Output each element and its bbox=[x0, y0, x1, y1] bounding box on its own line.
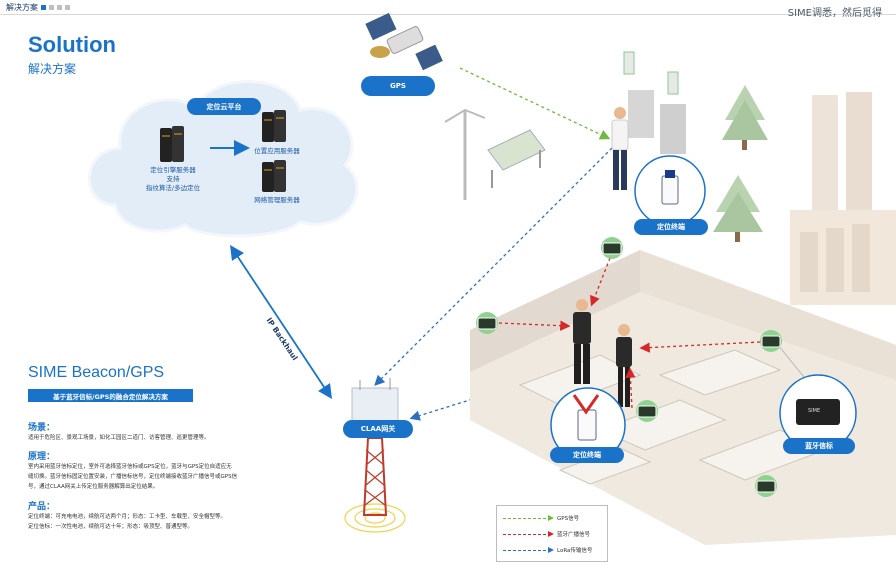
engine-algo-text: 指纹算法/多边定位 bbox=[145, 184, 201, 192]
brand-tagline: SIME调悉，然后觅得 bbox=[787, 8, 882, 19]
principle-text-line: 缝切换。蓝牙信标固定位置安装，广播信标信号，定位终端接收蓝牙广播信号或GPS信 bbox=[28, 474, 238, 480]
terminal-bottom-label: 定位终端 bbox=[550, 447, 624, 463]
section-label: 解决方案 bbox=[6, 3, 38, 12]
terminal-top-label: 定位终端 bbox=[634, 219, 708, 235]
scenario-text: 适用于危险区、景观工场景，如化工园区二道门、访客管理、巡更管理等。 bbox=[28, 435, 210, 441]
gateway-label: CLAA网关 bbox=[343, 420, 413, 438]
scenario-heading: 场景： bbox=[28, 423, 56, 433]
legend-label: LoRa传输信号 bbox=[557, 548, 593, 554]
legend-item-gps: GPS信号 bbox=[503, 514, 579, 522]
bench-icon bbox=[487, 129, 546, 188]
page-indicator bbox=[57, 5, 62, 10]
product-title: SIME Beacon/GPS bbox=[28, 364, 165, 381]
legend-item-bluetooth: 蓝牙广播信号 bbox=[503, 530, 590, 538]
app-server-label: 位置应用服务器 bbox=[254, 147, 300, 155]
gps-signal bbox=[459, 67, 611, 140]
engine-support-text: 支持 bbox=[166, 175, 180, 183]
turnstile-icon bbox=[623, 51, 686, 154]
product-text-line: 定位信标：一次性电池，续航可达十年；形态：吸顶型、普通型等。 bbox=[28, 524, 194, 530]
product-subtitle: 基于蓝牙信标/GPS的融合定位解决方案 bbox=[28, 389, 193, 402]
page-title: Solution bbox=[28, 32, 116, 57]
legend-label: 蓝牙广播信号 bbox=[557, 532, 591, 538]
beacon-icon bbox=[755, 475, 777, 497]
principle-text-line: 号，通过CLAA网关上传定位服务器解算出定位结果。 bbox=[28, 484, 159, 490]
cloud-platform-label: 定位云平台 bbox=[187, 98, 261, 115]
factory-icon bbox=[790, 92, 896, 305]
beacon-icon bbox=[760, 330, 782, 352]
beacon-icon bbox=[476, 312, 498, 334]
product-section: 产品： 定位终端：可充电电池，续航可达两个月；形态：工卡型、车载型、安全帽型等。… bbox=[28, 499, 283, 532]
principle-heading: 原理： bbox=[28, 452, 56, 462]
beacon-device-text: SIME bbox=[808, 408, 821, 414]
mgmt-server-label: 网络管理服务器 bbox=[254, 196, 300, 204]
ble-signal-3 bbox=[639, 341, 761, 353]
principle-section: 原理： 室内采用蓝牙信标定位，室外可选择蓝牙信标或GPS定位，蓝牙与GPS定位自… bbox=[28, 449, 283, 492]
scenario-section: 场景： 适用于危险区、景观工场景，如化工园区二道门、访客管理、巡更管理等。 bbox=[28, 420, 283, 443]
terminal-bottom-callout bbox=[550, 387, 626, 463]
product-text-line: 定位终端：可充电电池，续航可达两个月；形态：工卡型、车载型、安全帽型等。 bbox=[28, 514, 227, 520]
legend-label: GPS信号 bbox=[557, 516, 580, 522]
engine-server-label: 定位引擎服务器 支持 指纹算法/多边定位 bbox=[135, 166, 211, 193]
principle-text-line: 室内采用蓝牙信标定位，室外可选择蓝牙信标或GPS定位，蓝牙与GPS定位自适应无 bbox=[28, 464, 232, 470]
street-lamp-icon bbox=[444, 108, 486, 200]
page-indicator-active bbox=[41, 5, 46, 10]
ble-signal-4 bbox=[625, 367, 636, 409]
legend-swatch bbox=[503, 546, 554, 553]
engine-server-icon bbox=[160, 126, 184, 162]
beacon-callout bbox=[779, 374, 857, 452]
header-divider bbox=[0, 14, 896, 15]
page-indicator bbox=[49, 5, 54, 10]
app-server-icon bbox=[262, 110, 286, 142]
legend-swatch bbox=[503, 530, 554, 537]
mgmt-server-icon bbox=[262, 160, 286, 192]
page-subtitle: 解决方案 bbox=[28, 62, 77, 76]
header-section: 解决方案 bbox=[6, 2, 70, 13]
satellite-icon bbox=[365, 12, 443, 71]
legend-item-lora: LoRa传输信号 bbox=[503, 546, 592, 554]
ble-signal-2 bbox=[589, 257, 611, 307]
engine-server-name: 定位引擎服务器 bbox=[150, 166, 196, 174]
terminal-top-callout bbox=[634, 155, 706, 227]
gps-label: GPS bbox=[361, 76, 435, 96]
beacon-label: 蓝牙信标 bbox=[783, 438, 855, 454]
backhaul-link bbox=[230, 244, 332, 400]
page-indicator bbox=[65, 5, 70, 10]
signal-legend: GPS信号 蓝牙广播信号 LoRa传输信号 bbox=[496, 505, 608, 562]
person-woman bbox=[616, 324, 632, 407]
gateway-tower bbox=[344, 378, 406, 533]
cloud-platform bbox=[87, 80, 359, 238]
tree-icon bbox=[713, 85, 768, 242]
legend-swatch bbox=[503, 514, 554, 521]
product-heading: 产品： bbox=[28, 502, 56, 512]
beacon-leader-line bbox=[777, 344, 809, 383]
beacon-icon bbox=[601, 237, 623, 259]
beacon-icon bbox=[636, 400, 658, 422]
person-top bbox=[611, 107, 629, 190]
lora-signal-top bbox=[374, 147, 613, 386]
person-man bbox=[573, 299, 591, 384]
